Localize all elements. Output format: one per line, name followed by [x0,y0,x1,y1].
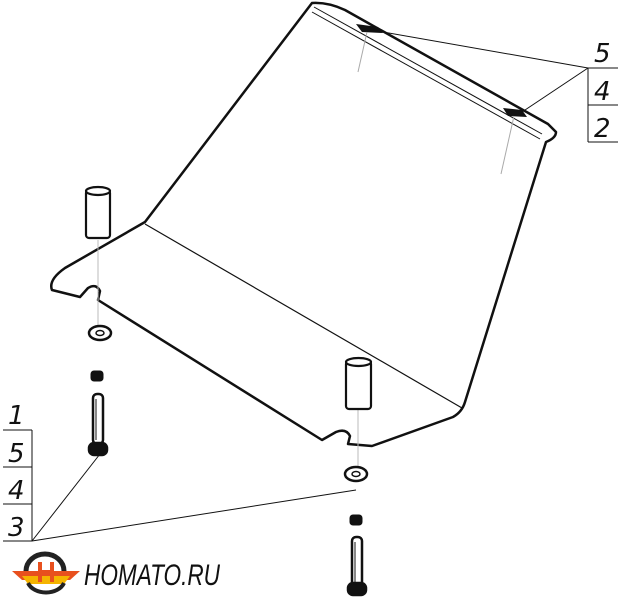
leader-line-hole-2 [521,67,589,113]
callout-right-2: 4 [594,77,611,107]
leader-line-bolt [31,453,101,542]
logo-emblem [12,551,80,595]
rear-lip-line [313,6,543,135]
callout-right-3: 2 [594,114,611,144]
right-nut [349,514,363,526]
callout-left-2: 5 [8,439,25,469]
right-washer-hole [351,470,361,478]
left-washer-hole [95,329,105,337]
hole-axis-2 [500,115,515,175]
hole-axis-1 [357,31,368,73]
hole-marker-2 [503,108,527,117]
fold-line [144,223,463,409]
left-fastener-set [84,185,113,457]
left-bolt [87,392,109,457]
leader-line-hole-1 [371,29,589,69]
callout-left-1: 1 [8,401,25,431]
right-bolt [346,535,368,597]
skid-plate [50,1,558,448]
left-callout [3,429,357,542]
left-spacer-bushing [84,185,112,240]
right-callout [371,29,618,143]
left-nut [90,370,104,382]
leader-line-washer [31,489,357,542]
right-fastener-set [343,356,373,597]
rear-lip-line-2 [311,11,541,140]
plate-outline [50,1,558,448]
callout-left-3: 4 [8,476,25,506]
logo-text: HOMATO.RU [84,559,220,592]
callout-left-4: 3 [8,513,25,543]
right-spacer-bushing [344,356,373,411]
callout-right-1: 5 [594,39,611,69]
